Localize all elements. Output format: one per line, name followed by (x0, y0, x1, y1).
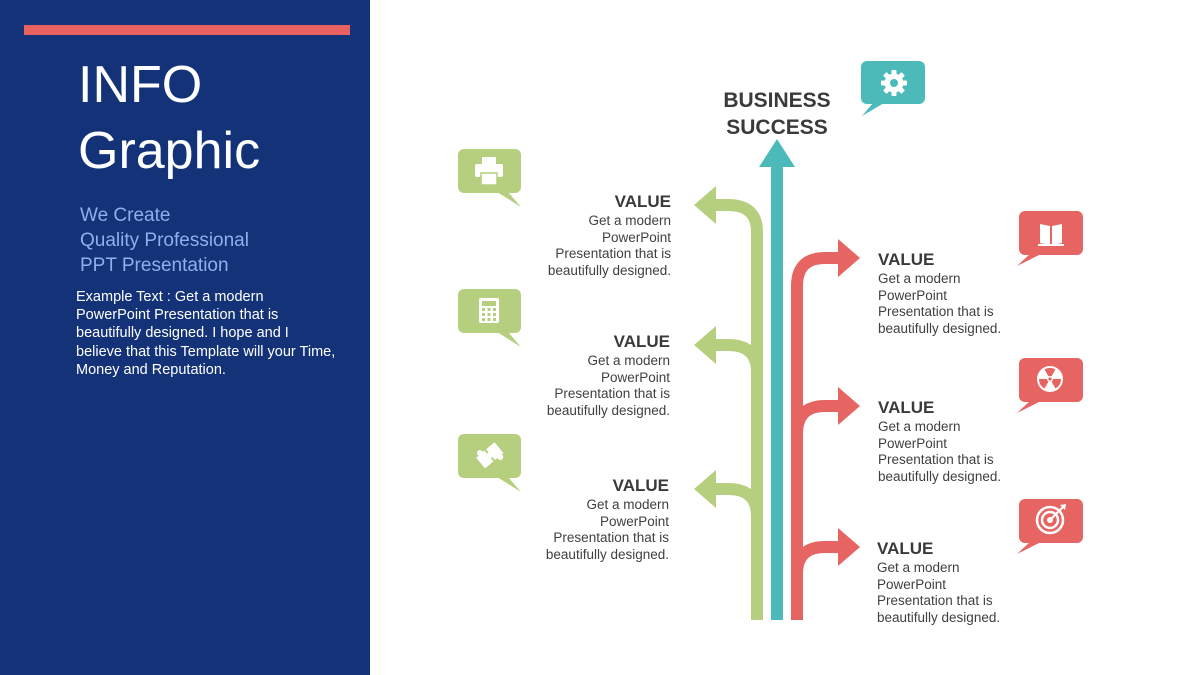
slide-subtitle: We Create Quality Professional PPT Prese… (80, 203, 249, 278)
coral-trunk (791, 340, 803, 620)
title-line-2: Graphic (78, 122, 261, 180)
coral-branch-2 (791, 400, 842, 478)
title-line-1: INFO (78, 56, 203, 114)
value-block-right-3: VALUE Get a modern PowerPoint Presentati… (877, 539, 1077, 626)
printer-icon (458, 149, 521, 207)
subtitle-line-1: We Create (80, 205, 171, 226)
coral-branch-3 (791, 541, 842, 620)
coral-arrowhead-1 (838, 239, 860, 277)
gear-icon (861, 61, 925, 116)
value-line-2: PowerPoint (877, 576, 947, 592)
example-text: Example Text : Get a modern PowerPoint P… (76, 289, 336, 378)
value-block-left-3: VALUE Get a modern PowerPoint Presentati… (469, 476, 669, 563)
value-line-3: Presentation that is (877, 593, 993, 609)
value-line-2: PowerPoint (601, 229, 671, 245)
value-title: VALUE (878, 398, 935, 417)
subtitle-line-3: PPT Presentation (80, 255, 229, 276)
value-block-right-2: VALUE Get a modern PowerPoint Presentati… (878, 398, 1078, 485)
heading-line-2: SUCCESS (726, 116, 828, 139)
value-line-1: Get a modern (878, 271, 961, 286)
value-title: VALUE (613, 332, 670, 351)
coral-branch-1 (791, 252, 842, 340)
value-block-left-1: VALUE Get a modern PowerPoint Presentati… (471, 192, 671, 279)
value-line-4: beautifully designed. (546, 402, 670, 418)
value-line-1: Get a modern (588, 213, 671, 228)
book-icon (1017, 211, 1083, 266)
coral-arrowhead-3 (838, 528, 860, 566)
value-line-3: Presentation that is (555, 246, 671, 262)
green-arrowheads (694, 186, 716, 508)
accent-bar (24, 25, 350, 35)
value-block-left-2: VALUE Get a modern PowerPoint Presentati… (470, 332, 670, 419)
value-line-4: beautifully designed. (877, 609, 1001, 625)
heading-line-1: BUSINESS (723, 89, 831, 112)
calculator-icon (458, 289, 521, 347)
value-line-3: Presentation that is (553, 530, 669, 546)
subtitle-line-2: Quality Professional (80, 230, 249, 251)
left-panel: INFO Graphic We Create Quality Professio… (0, 0, 370, 675)
business-success-heading: BUSINESS SUCCESS (700, 87, 854, 141)
value-line-3: Presentation that is (554, 386, 670, 402)
coral-branches (791, 252, 842, 620)
value-line-2: PowerPoint (600, 369, 670, 385)
teal-trunk (771, 162, 783, 620)
slide-title: INFO Graphic (78, 52, 260, 184)
value-block-right-1: VALUE Get a modern PowerPoint Presentati… (878, 250, 1078, 337)
puzzle-icon (458, 434, 521, 492)
value-title: VALUE (614, 192, 671, 211)
value-line-4: beautifully designed. (547, 262, 671, 278)
value-title: VALUE (878, 250, 935, 269)
coral-arrowhead-2 (838, 387, 860, 425)
value-line-2: PowerPoint (878, 287, 948, 303)
value-line-3: Presentation that is (878, 304, 994, 320)
target-icon (1017, 499, 1083, 554)
green-branches (712, 199, 763, 556)
value-line-1: Get a modern (878, 419, 961, 434)
coral-arrowheads (838, 239, 860, 566)
value-line-1: Get a modern (586, 497, 669, 512)
value-line-1: Get a modern (877, 560, 960, 575)
value-line-2: PowerPoint (599, 513, 669, 529)
green-branch-1 (712, 199, 763, 262)
value-line-2: PowerPoint (878, 435, 948, 451)
value-line-3: Presentation that is (878, 452, 994, 468)
green-branch-2 (712, 339, 763, 416)
green-trunk (751, 262, 763, 620)
green-arrowhead-1 (694, 186, 716, 224)
value-line-4: beautifully designed. (878, 468, 1002, 484)
green-arrowhead-3 (694, 470, 716, 508)
value-title: VALUE (612, 476, 669, 495)
value-line-1: Get a modern (587, 353, 670, 368)
value-title: VALUE (877, 539, 934, 558)
radiation-icon (1017, 358, 1083, 413)
value-line-4: beautifully designed. (545, 546, 669, 562)
green-branch-3 (712, 483, 763, 556)
green-arrowhead-2 (694, 326, 716, 364)
value-line-4: beautifully designed. (878, 320, 1002, 336)
teal-arrowhead (759, 139, 795, 167)
